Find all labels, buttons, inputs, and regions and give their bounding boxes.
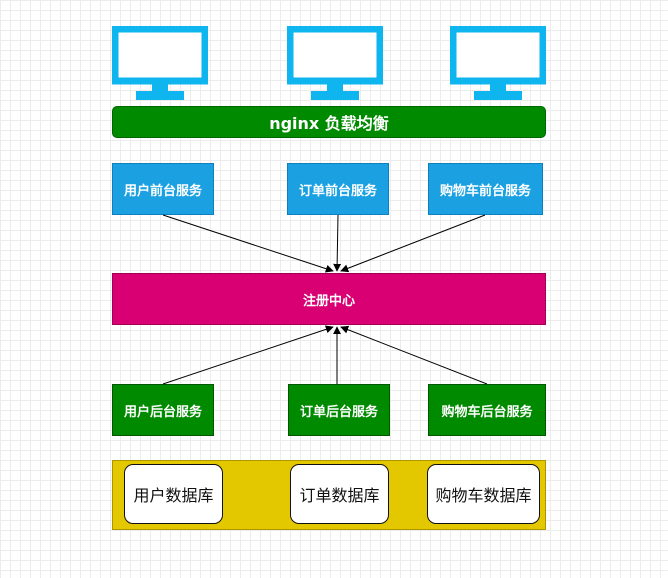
database-label: 订单数据库 [299,486,380,505]
registry-label: 注册中心 [302,293,355,309]
front-service-cart: 购物车前台服务 [428,163,543,215]
back-service-label: 用户后台服务 [123,404,202,420]
arrow-front-order [333,214,342,272]
monitor-icon [450,26,546,100]
arrow-back-user [162,325,334,385]
arrow-front-cart [340,214,486,273]
front-service-label: 订单前台服务 [298,183,377,199]
back-service-label: 订单后台服务 [299,404,378,420]
monitor-icon [287,26,383,100]
back-service-user: 用户后台服务 [112,384,214,436]
database-cart: 购物车数据库 [427,464,540,524]
front-service-label: 用户前台服务 [123,183,202,199]
monitor-icon [112,26,208,100]
database-label: 购物车数据库 [435,486,532,505]
load-balancer-label: nginx 负载均衡 [269,114,389,133]
database-user: 用户数据库 [124,464,223,524]
arrow-front-user [162,214,334,273]
database-order: 订单数据库 [290,464,389,524]
load-balancer-bar: nginx 负载均衡 [112,106,546,138]
database-label: 用户数据库 [133,486,214,505]
back-service-label: 购物车后台服务 [441,404,533,420]
front-service-user: 用户前台服务 [112,163,214,215]
back-service-cart: 购物车后台服务 [428,384,546,436]
arrow-back-cart [340,325,488,385]
front-service-order: 订单前台服务 [287,163,389,215]
back-service-order: 订单后台服务 [288,384,390,436]
front-service-label: 购物车前台服务 [439,183,531,199]
registry-center: 注册中心 [112,273,546,325]
